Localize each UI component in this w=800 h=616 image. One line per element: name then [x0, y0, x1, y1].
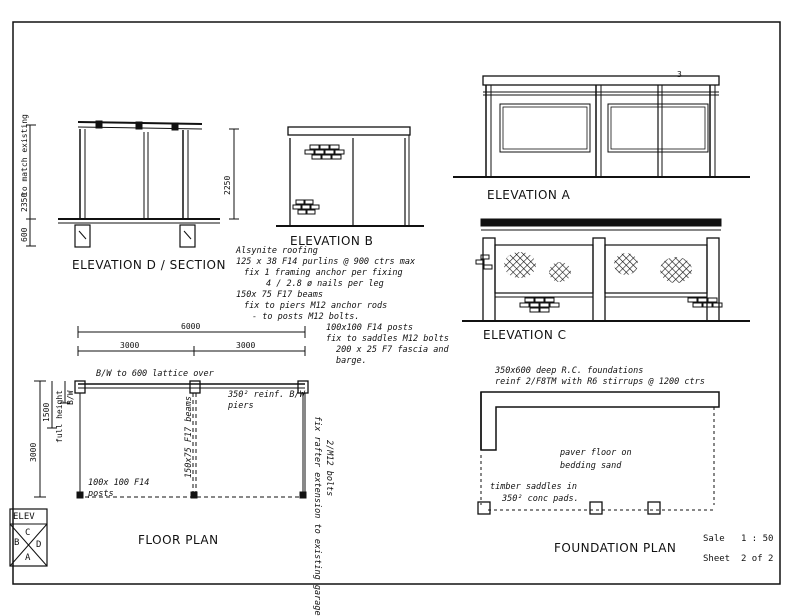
- key-a: A: [25, 553, 31, 563]
- foundation-plan: [477, 391, 720, 515]
- spec-note: - to posts M12 bolts.: [252, 312, 360, 322]
- title-elevation-b: ELEVATION B: [290, 234, 374, 248]
- note-posts: 100x 100 F14 posts: [88, 478, 150, 499]
- note-bolts: 2/M12 bolts: [324, 440, 334, 497]
- scale-value: 1 : 50: [740, 534, 774, 544]
- note-lattice: B/W to 600 lattice over: [96, 369, 214, 379]
- spec-note: 150x 75 F17 beams: [236, 290, 323, 300]
- dim-bw: B/W: [66, 390, 75, 405]
- drawing-sheet: [9, 21, 781, 585]
- dim-1500: 1500: [42, 402, 51, 422]
- spec-note: Alsynite roofing: [236, 246, 318, 256]
- note-beams: 150x75 F17 beams: [184, 396, 194, 478]
- spec-note: fix 1 framing anchor per fixing: [244, 268, 403, 278]
- dim-2350: 2350: [20, 192, 29, 212]
- dim-3000-right: 3000: [236, 341, 256, 350]
- spec-note: 125 x 38 F14 purlins @ 900 ctrs max: [236, 257, 416, 267]
- elevation-d-section: [26, 120, 239, 248]
- spec-note: barge.: [336, 356, 367, 366]
- note-piers: 350² reinf. B/W piers: [228, 390, 305, 411]
- note-footing-2: reinf 2/F8TM with R6 stirrups @ 1200 ctr…: [495, 377, 705, 387]
- note-saddle-1: timber saddles in: [490, 482, 577, 492]
- note-paver-2: bedding sand: [560, 461, 622, 471]
- dim-2250: 2250: [223, 175, 232, 195]
- dim-6000: 6000: [181, 322, 201, 331]
- key-b: B: [14, 538, 20, 548]
- elevation-a-marker: 3: [677, 70, 682, 79]
- spec-note: 200 x 25 F7 fascia and: [336, 345, 449, 355]
- sheet-border: [12, 21, 781, 585]
- elevation-key: [9, 508, 48, 567]
- title-floor-plan: FLOOR PLAN: [138, 533, 219, 547]
- dim-to-match-existing: to match existing: [20, 114, 29, 196]
- note-footing-1: 350x600 deep R.C. foundations: [495, 366, 644, 376]
- key-title: ELEV: [13, 512, 35, 522]
- note-paver-1: paver floor on: [560, 448, 632, 458]
- title-elevation-c: ELEVATION C: [483, 328, 567, 342]
- dim-3000-left: 3000: [120, 341, 140, 350]
- key-d: D: [36, 540, 42, 550]
- scale-label: Sale: [703, 534, 725, 544]
- spec-note: fix to piers M12 anchor rods: [244, 301, 388, 311]
- floor-plan: [34, 326, 309, 499]
- elevation-a: [453, 75, 750, 178]
- key-c: C: [25, 528, 31, 538]
- note-saddle-2: 350² conc pads.: [502, 494, 579, 504]
- dim-600: 600: [20, 227, 29, 242]
- title-elevation-a: ELEVATION A: [487, 188, 571, 202]
- dim-3000-side: 3000: [29, 442, 38, 462]
- title-elevation-d: ELEVATION D / SECTION: [72, 258, 226, 272]
- spec-note: 100x100 F14 posts: [326, 323, 413, 333]
- spec-note: fix to saddles M12 bolts: [326, 334, 449, 344]
- note-rafter: fix rafter extension to existing garage: [312, 416, 322, 616]
- elevation-b: [276, 126, 424, 227]
- dim-full-height: full height: [55, 390, 64, 443]
- spec-note: 4 / 2.8 ø nails per leg: [266, 279, 384, 289]
- elevation-c: [462, 218, 750, 322]
- sheet-label: Sheet: [703, 554, 731, 564]
- spec-notes: Alsynite roofing 125 x 38 F14 purlins @ …: [236, 246, 449, 367]
- sheet-number: Sheet 2 of 2: [703, 554, 773, 565]
- sheet-value: 2 of 2: [740, 554, 774, 564]
- scale: Sale 1 : 50: [703, 534, 773, 545]
- title-foundation-plan: FOUNDATION PLAN: [554, 541, 677, 555]
